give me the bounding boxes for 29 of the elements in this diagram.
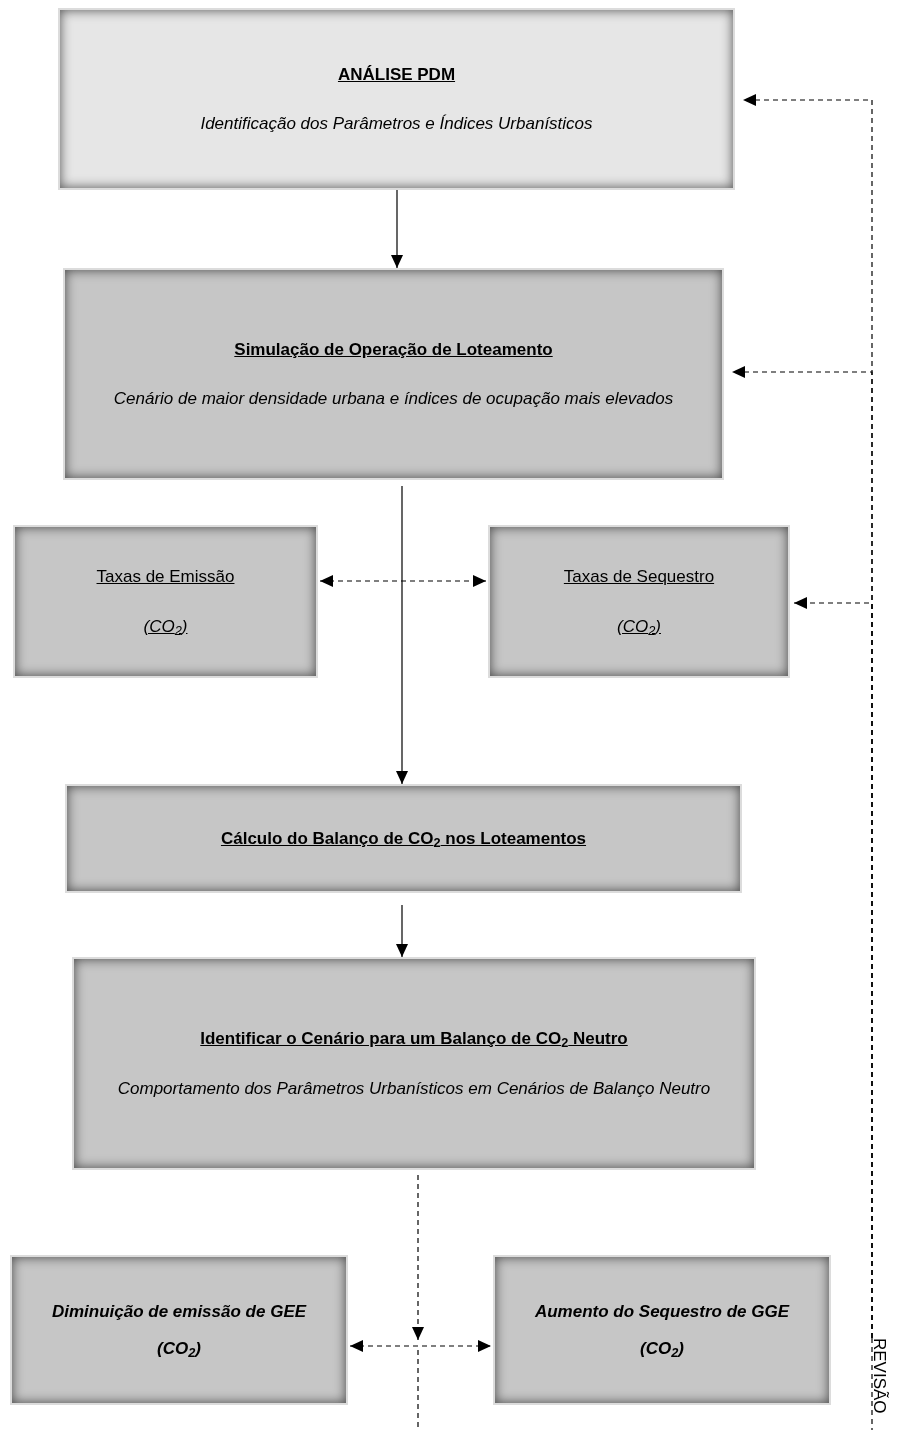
process-box [10, 1255, 348, 1405]
process-box [488, 525, 790, 678]
process-box [63, 268, 724, 480]
process-box [65, 784, 742, 893]
arrow [396, 485, 408, 785]
process-box [58, 8, 735, 190]
arrow [391, 189, 403, 269]
box-heading: Taxas de Emissão [96, 566, 235, 589]
box-text: Diminuição de emissão de GEE (CO$_{2}$) [50, 1300, 308, 1363]
arrow [319, 575, 487, 587]
process-box [72, 957, 756, 1170]
arrow [349, 1340, 492, 1352]
box-heading: Taxas de Sequestro [563, 566, 715, 589]
box-subtext: (CO$_{2}$) [143, 615, 188, 640]
box-heading: Simulação de Operação de Loteamento [234, 338, 553, 361]
box-heading: Identificar o Cenário para um Balanço de CO$_{2}$ Neutro [200, 1028, 628, 1053]
process-box [493, 1255, 831, 1405]
arrow [412, 1174, 424, 1341]
box-heading: Cálculo do Balanço de CO$_{2}$ nos Loteamentos [220, 827, 587, 852]
box-description: Cenário de maior densidade urbana e índices de ocupação mais elevados [113, 388, 674, 410]
arrow [396, 904, 408, 958]
box-description: Identificação dos Parâmetros e Índices Urbanísticos [200, 113, 593, 135]
box-text: Aumento do Sequestro de GGE (CO$_{2}$) [533, 1300, 791, 1363]
arrow [793, 597, 873, 1339]
box-subtext: (CO$_{2}$) [617, 615, 661, 640]
process-box [13, 525, 318, 678]
vertical-label: REVISÃO [866, 1338, 896, 1430]
box-description: Comportamento dos Parâmetros Urbanísticos em Cenários de Balanço Neutro [117, 1077, 711, 1100]
box-heading: ANÁLISE PDM [337, 63, 456, 86]
